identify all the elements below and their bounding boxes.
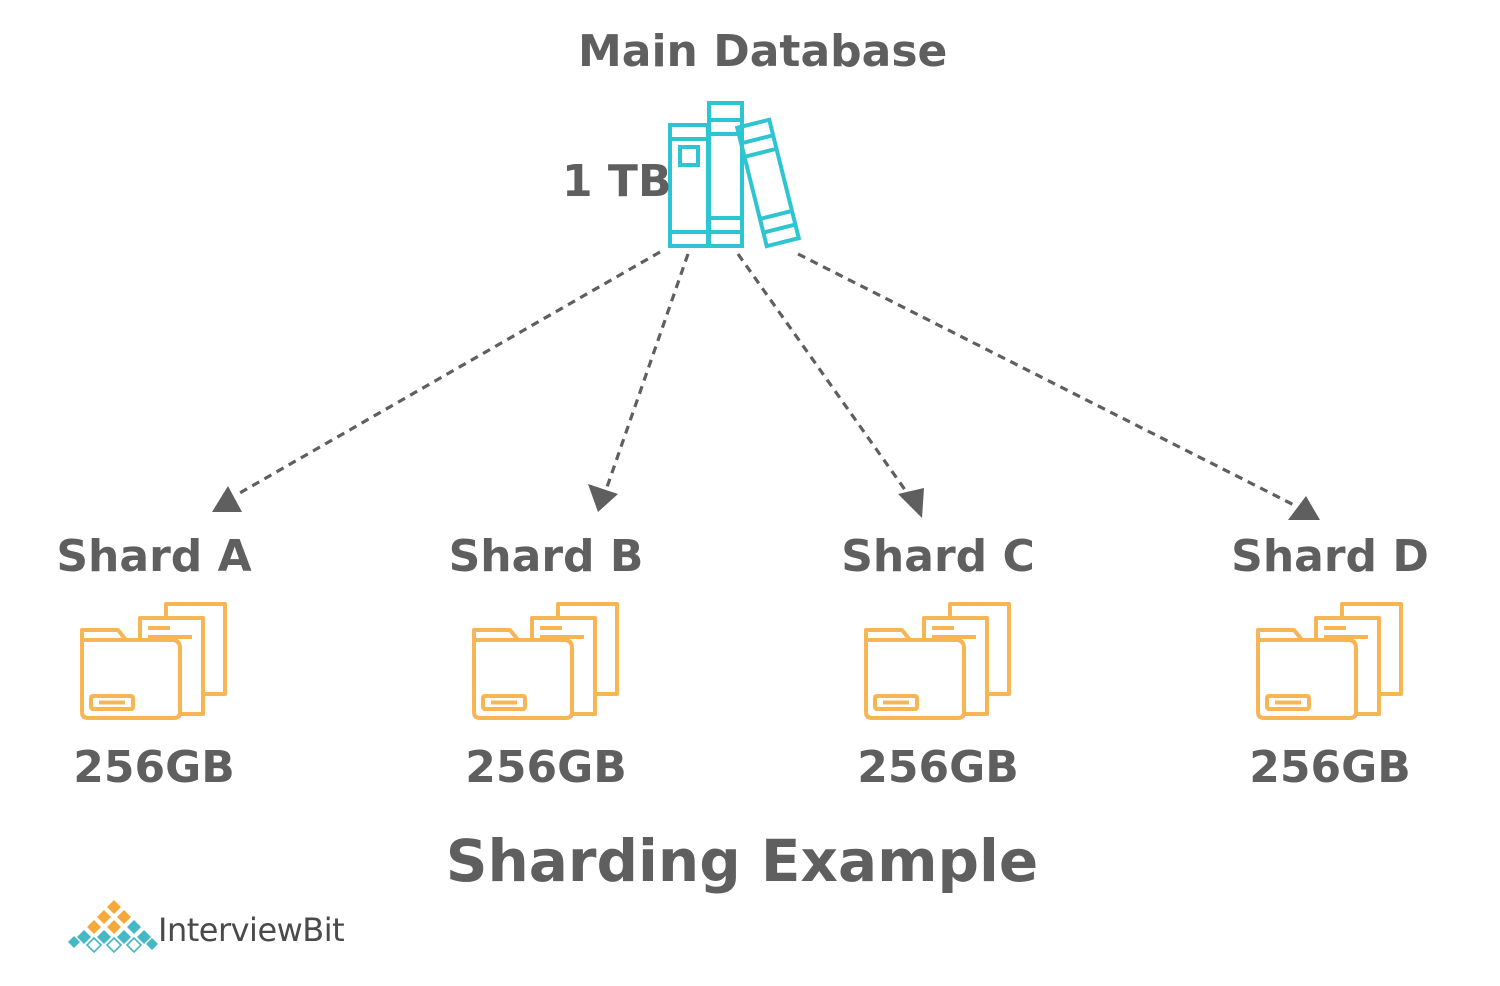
- shard-c-size: 256GB: [857, 742, 1019, 793]
- shard-a-name: Shard A: [56, 531, 252, 582]
- brand-name: InterviewBit: [158, 911, 345, 949]
- shard-c-name: Shard C: [841, 531, 1035, 582]
- main-database-title: Main Database: [578, 26, 948, 77]
- folder-stack-icon: [1256, 602, 1403, 720]
- shard-b-name: Shard B: [448, 531, 644, 582]
- diamond-grid-logo-icon: [68, 900, 158, 954]
- arrow-to-shard-a: [237, 250, 661, 496]
- arrow-to-shard-c: [736, 253, 910, 495]
- main-database-size: 1 TB: [562, 156, 672, 207]
- arrow-to-shard-b: [604, 253, 690, 491]
- diagram-caption: Sharding Example: [445, 827, 1039, 895]
- shard-a-size: 256GB: [73, 742, 235, 793]
- folder-stack-icon: [80, 602, 227, 720]
- arrowhead-shard-a: [212, 486, 242, 512]
- arrowhead-shard-c: [898, 488, 924, 518]
- arrowhead-shard-b: [588, 484, 618, 512]
- shard-d-size: 256GB: [1249, 742, 1411, 793]
- arrowhead-shard-d: [1288, 496, 1320, 520]
- shard-d-name: Shard D: [1231, 531, 1429, 582]
- arrow-to-shard-d: [797, 252, 1297, 508]
- books-icon: [668, 101, 802, 249]
- folder-stack-icon: [864, 602, 1011, 720]
- shard-b-size: 256GB: [465, 742, 627, 793]
- folder-stack-icon: [472, 602, 619, 720]
